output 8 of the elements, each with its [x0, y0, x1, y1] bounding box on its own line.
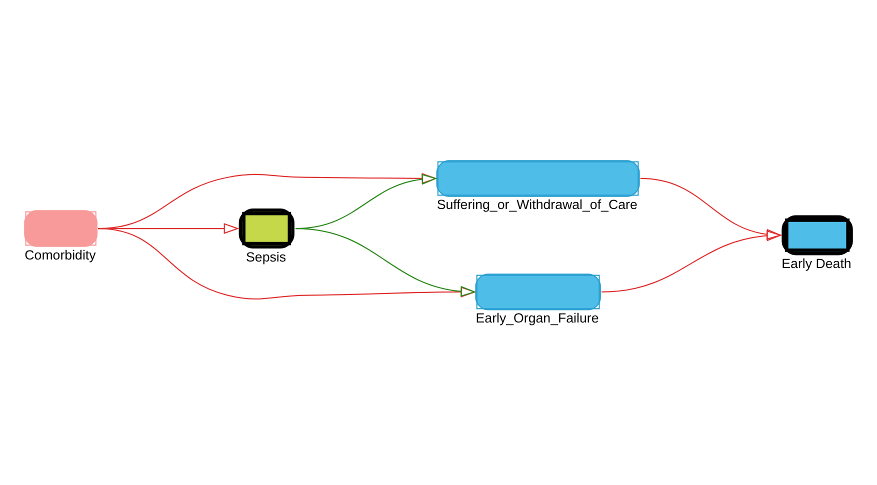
arrow: [98, 227, 476, 300]
node-label: Comorbidity: [24, 246, 96, 262]
node-label: Sepsis: [246, 248, 286, 264]
arrow: [601, 230, 782, 292]
node-label: Suffering_or_Withdrawal_of_Care: [436, 196, 638, 212]
arrow: [296, 227, 476, 296]
node-label: Early_Organ_Failure: [476, 310, 599, 326]
node-label: Early Death: [782, 256, 852, 271]
